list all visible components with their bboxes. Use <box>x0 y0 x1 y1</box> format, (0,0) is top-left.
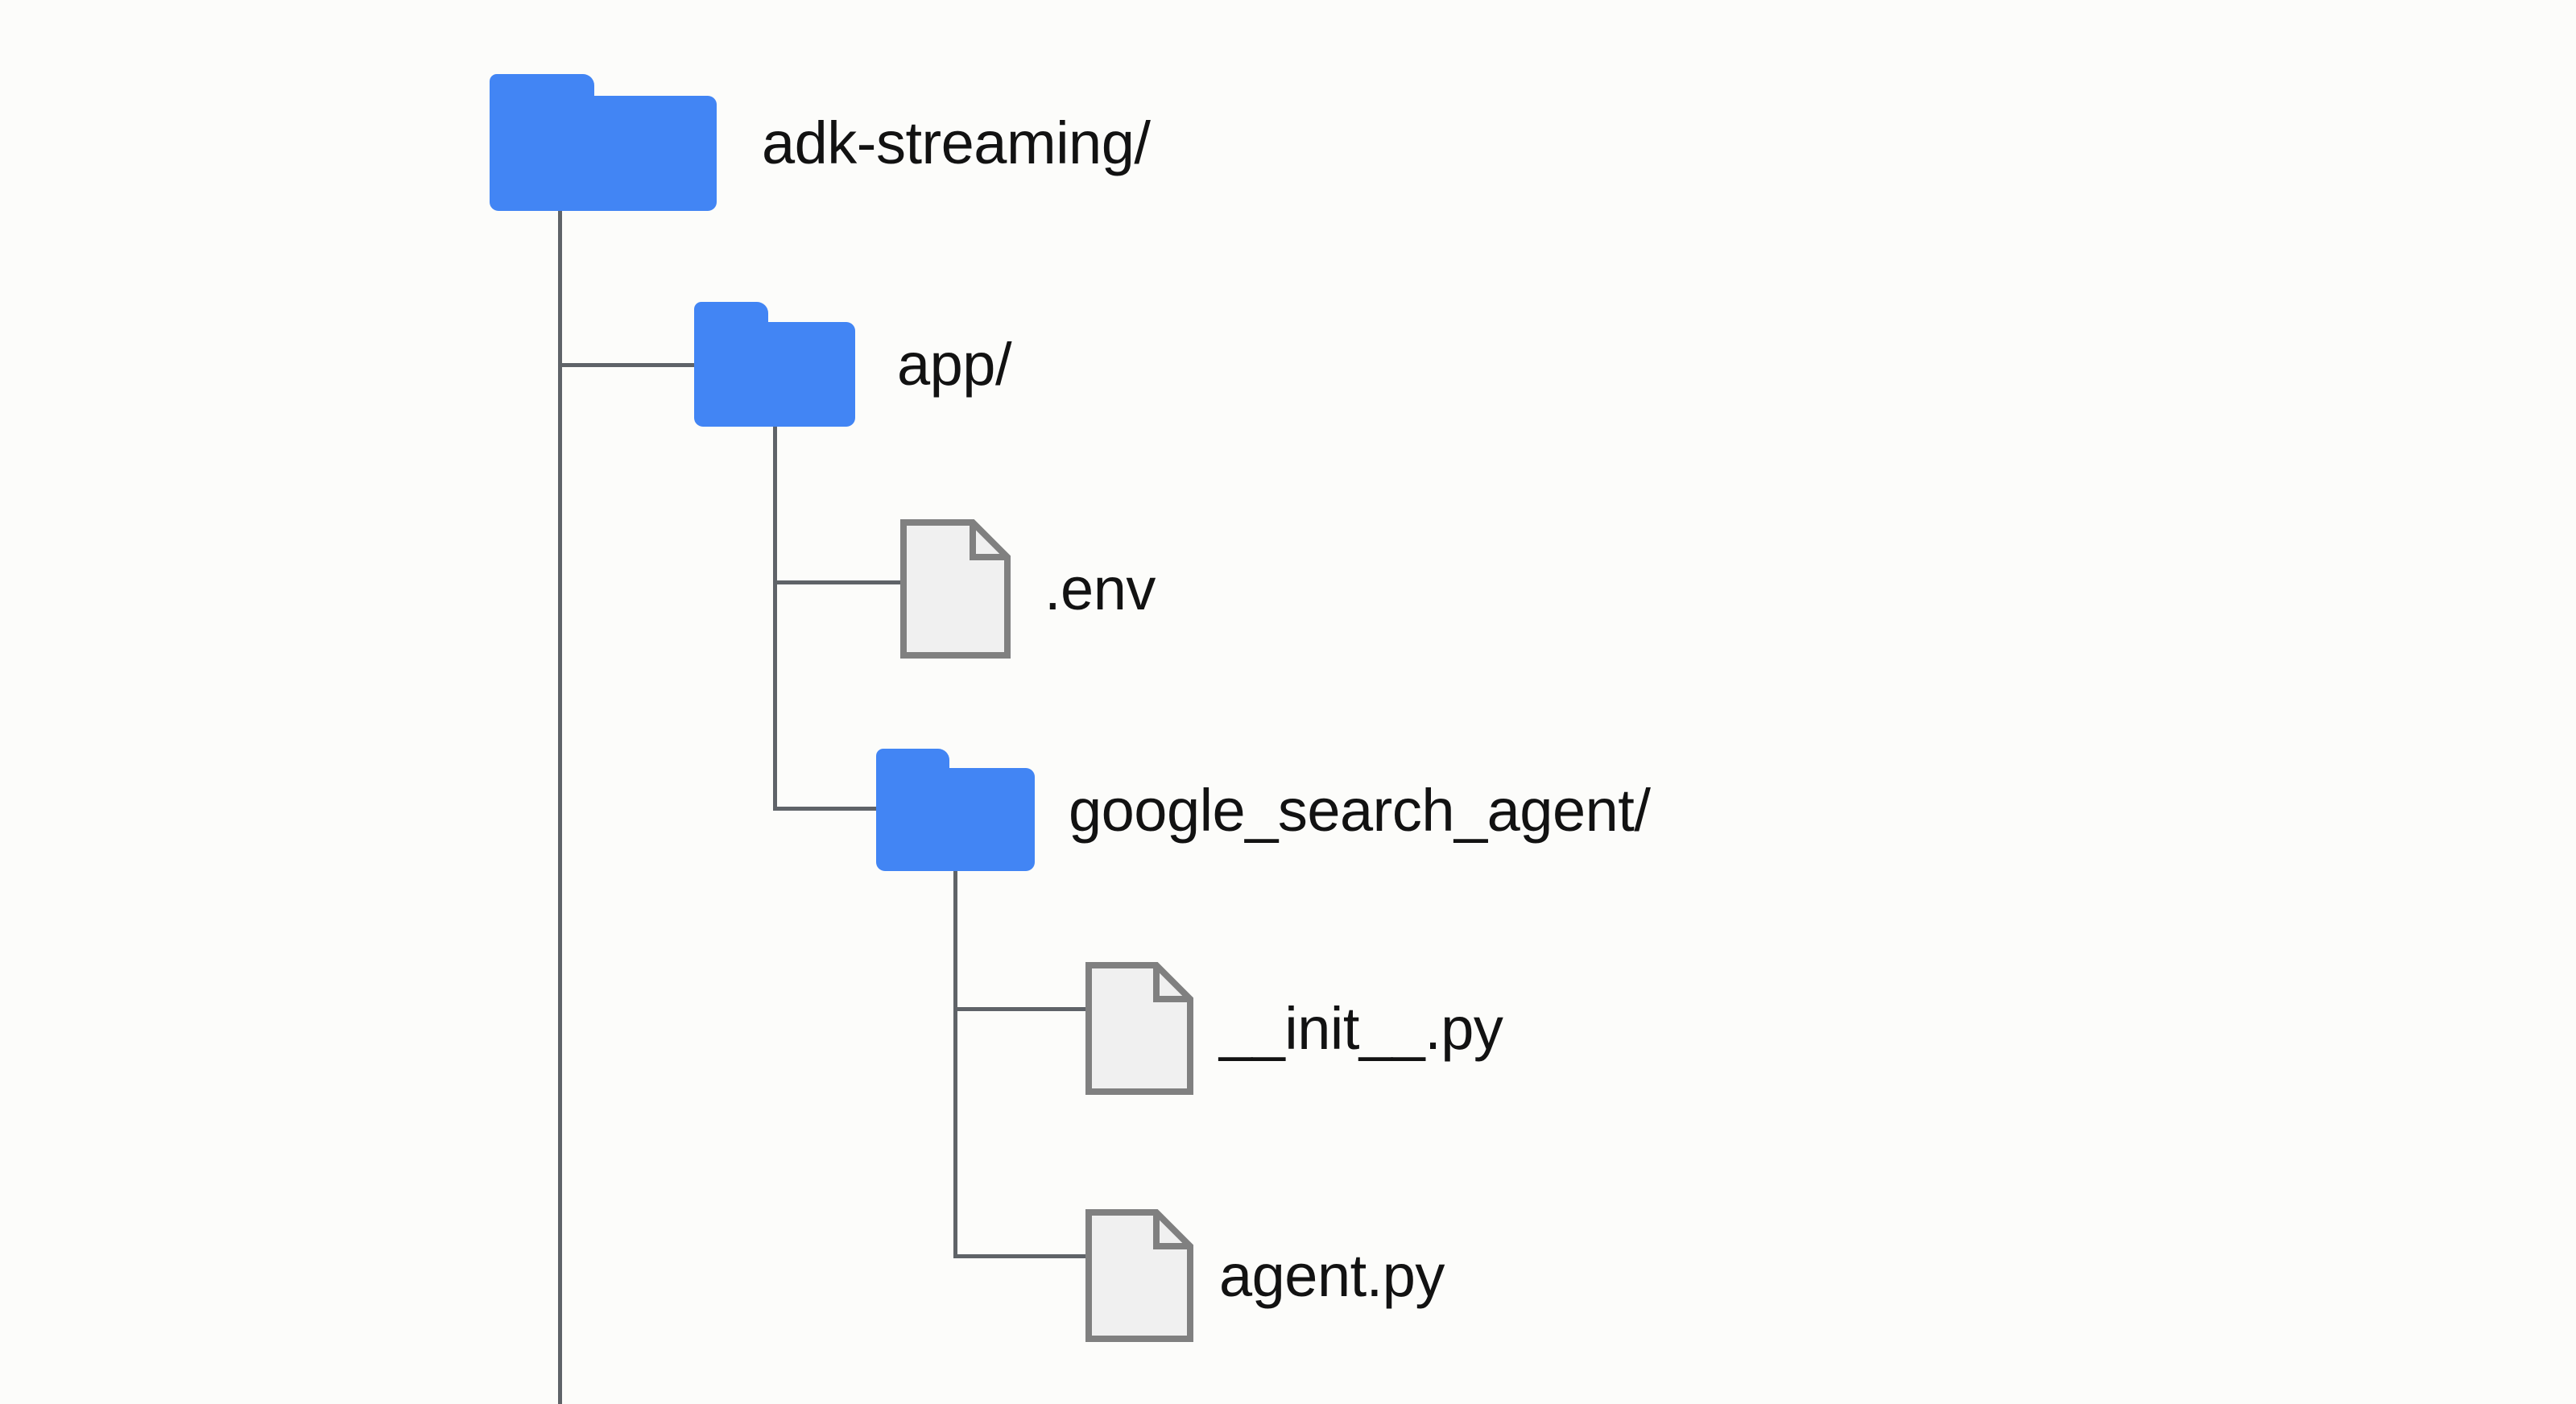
connector-root-to-app <box>558 363 700 367</box>
file-icon <box>1085 1209 1193 1342</box>
tree-node-google-search-agent[interactable]: google_search_agent/ <box>876 749 1651 871</box>
tree-node-label: adk-streaming/ <box>762 109 1151 176</box>
tree-node-label: app/ <box>897 331 1012 398</box>
file-icon <box>900 519 1011 659</box>
connector-gsa-to-agent-py <box>953 1254 1088 1258</box>
tree-node-init-py[interactable]: __init__.py <box>1085 962 1503 1095</box>
connector-gsa-to-init-py <box>953 1007 1088 1011</box>
tree-node-label: agent.py <box>1219 1242 1445 1309</box>
connector-app-trunk <box>773 423 777 811</box>
folder-icon <box>876 749 1035 871</box>
tree-node-label: google_search_agent/ <box>1069 776 1651 844</box>
tree-node-label: .env <box>1044 555 1156 622</box>
folder-icon <box>490 74 717 211</box>
tree-node-app[interactable]: app/ <box>694 302 1012 427</box>
connector-google-search-agent-trunk <box>953 868 957 1258</box>
tree-node-agent-py[interactable]: agent.py <box>1085 1209 1445 1342</box>
file-icon <box>1085 962 1193 1095</box>
connector-root-trunk <box>558 208 562 1404</box>
folder-icon <box>694 302 855 427</box>
connector-app-to-google-search-agent <box>773 807 879 811</box>
tree-node-adk-streaming[interactable]: adk-streaming/ <box>490 74 1151 211</box>
connector-app-to-env <box>773 580 903 584</box>
tree-node-label: __init__.py <box>1219 995 1503 1062</box>
tree-node-env[interactable]: .env <box>900 519 1156 659</box>
